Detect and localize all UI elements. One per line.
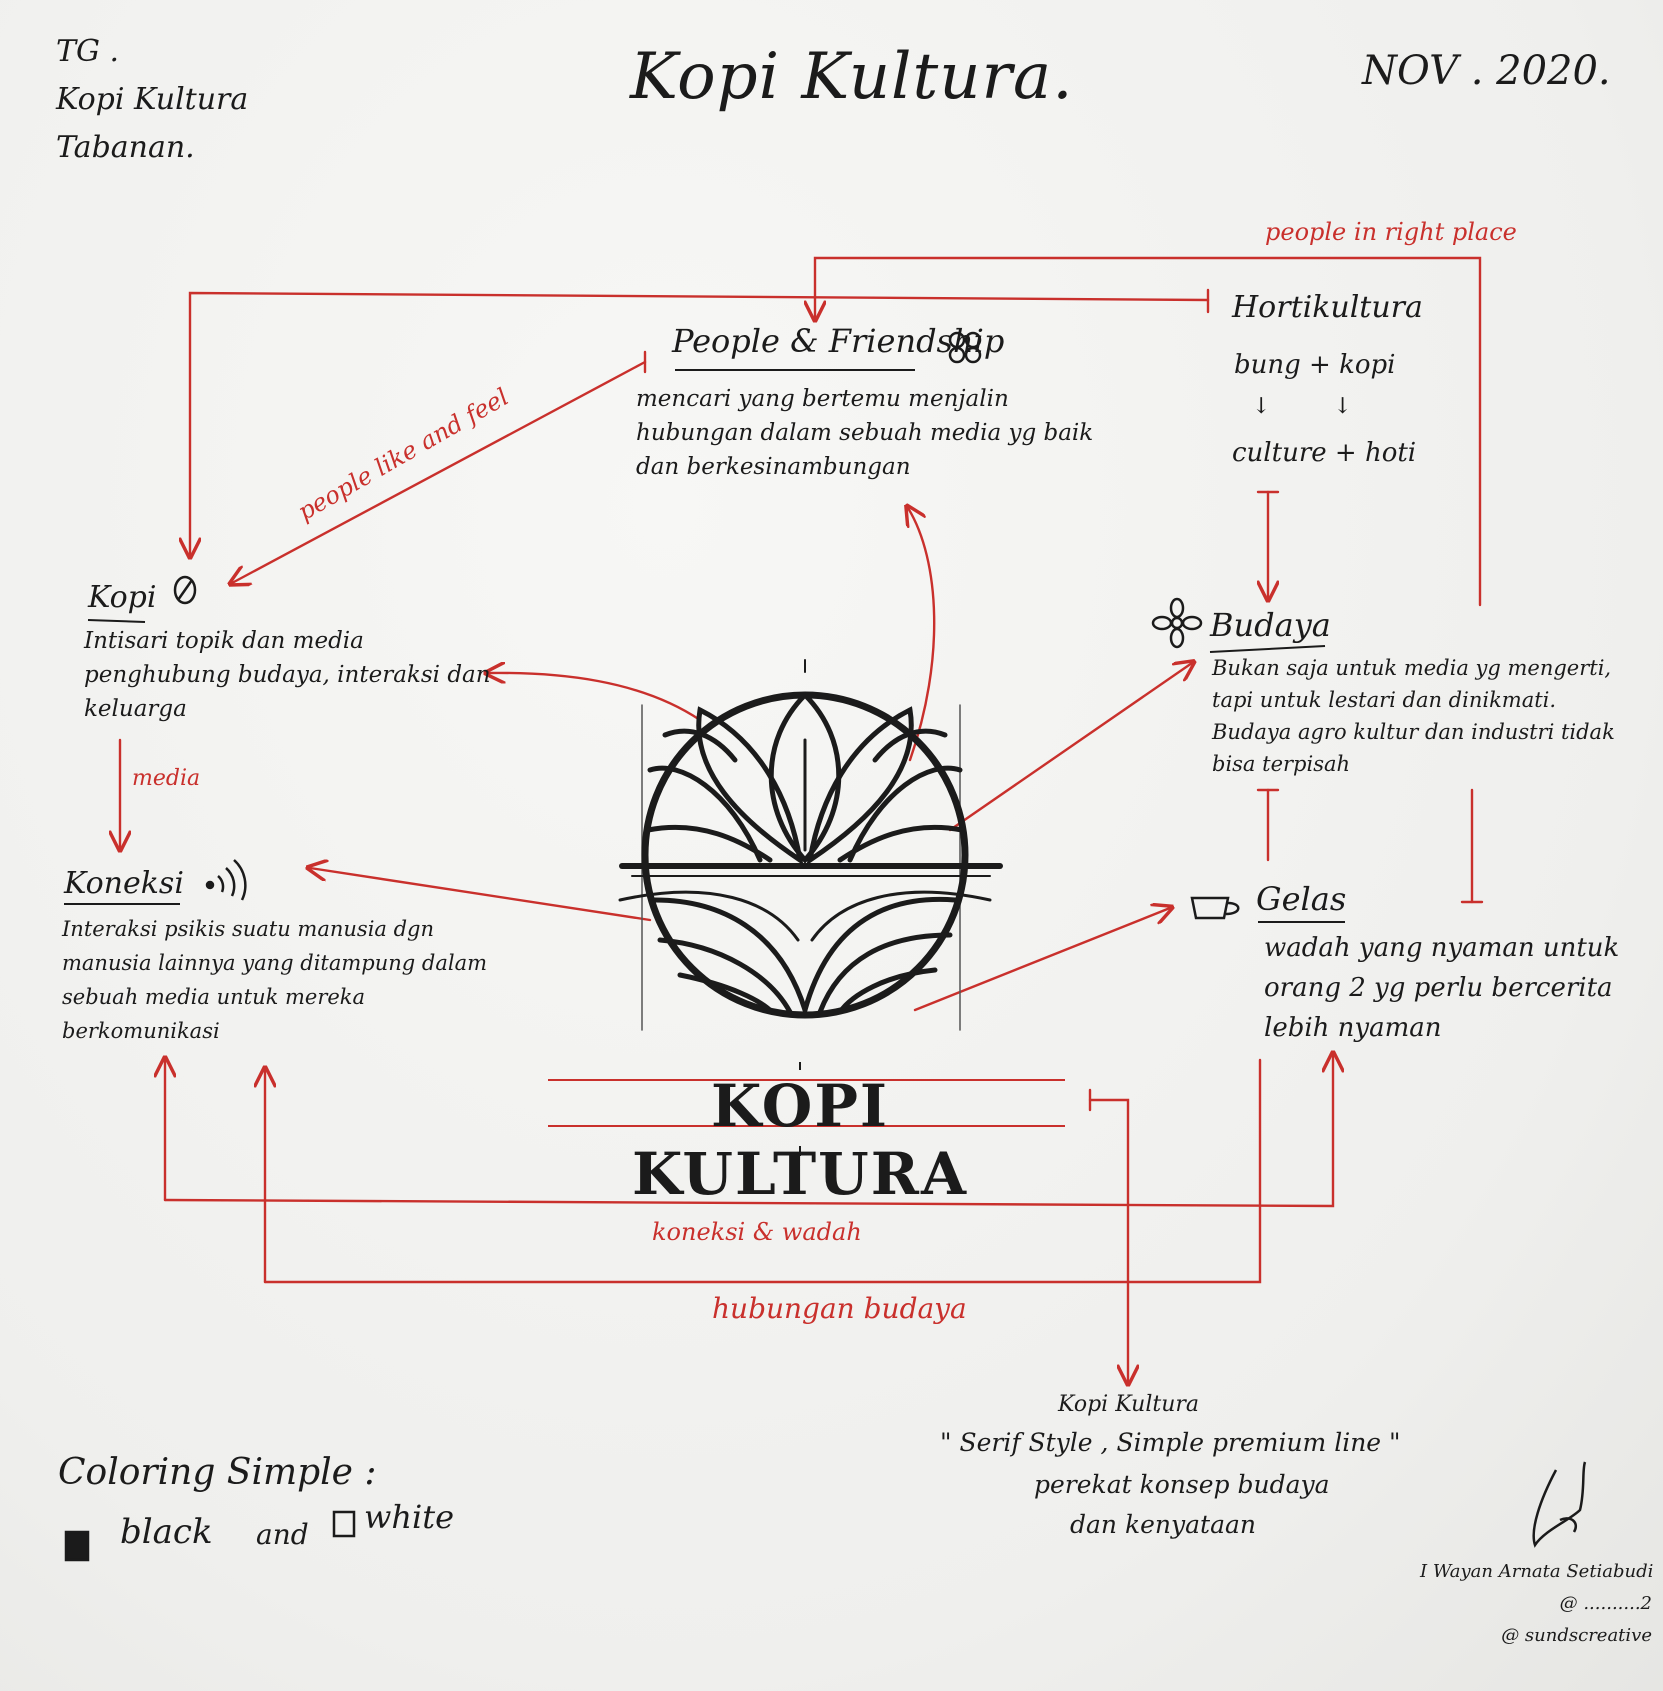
- connector-logo-people: [908, 508, 936, 762]
- node-people-body: mencari yang bertemu menjalin hubungan d…: [636, 386, 1094, 480]
- coffee-bean-icon: [173, 575, 197, 605]
- coffee-cup-icon: [1190, 896, 1240, 920]
- signature-line: @ sundscreative: [1501, 1625, 1652, 1646]
- connector-logo-koneksi: [310, 868, 652, 922]
- node-hortikultura-line: bung + kopi: [1234, 350, 1396, 380]
- coloring-and-label: and: [256, 1518, 309, 1551]
- connector-logo-kopi: [488, 673, 702, 722]
- node-koneksi-body: Interaksi psikis suatu manusia dgn manus…: [62, 917, 488, 1043]
- top-left-line: Tabanan.: [56, 130, 195, 165]
- label-hubungan-budaya: hubungan budaya: [712, 1292, 967, 1325]
- node-budaya-title: Budaya: [1210, 606, 1331, 644]
- connector-right-place: [815, 256, 1482, 607]
- node-kopi-body: Intisari topik dan media penghubung buda…: [84, 628, 491, 722]
- coloring-white-label: white: [364, 1498, 455, 1536]
- flower-icon: [1151, 597, 1203, 649]
- brand-note-title: Kopi Kultura: [1058, 1392, 1200, 1417]
- coloring-title: Coloring Simple :: [58, 1452, 377, 1493]
- node-hortikultura-title: Hortikultura: [1232, 290, 1423, 325]
- node-gelas-title: Gelas: [1256, 880, 1347, 918]
- brand-note-line: perekat konsep budaya: [1034, 1470, 1330, 1499]
- date-label: NOV . 2020.: [1362, 48, 1611, 94]
- node-koneksi-title: Koneksi: [64, 866, 184, 901]
- signature-block: I Wayan Arnata Setiabudi @ ..........2 @…: [1420, 1556, 1654, 1652]
- white-swatch-icon: [332, 1510, 356, 1538]
- label-people-right-place: people in right place: [1265, 218, 1517, 246]
- signature-line: I Wayan Arnata Setiabudi: [1420, 1561, 1654, 1582]
- node-hortikultura-line: culture + hoti: [1232, 438, 1417, 468]
- node-kopi-title: Kopi: [88, 580, 157, 615]
- connector-logo-gelas: [913, 908, 1170, 1012]
- kopi-kultura-logo-emblem: [618, 659, 1003, 1031]
- logo-wordmark: KOPI KULTURA: [632, 1072, 968, 1208]
- wifi-signal-icon: [205, 859, 247, 901]
- page-title: Kopi Kultura.: [630, 40, 1074, 114]
- node-budaya-body: Bukan saja untuk media yg mengerti, tapi…: [1212, 656, 1615, 776]
- label-media: media: [132, 766, 201, 791]
- coloring-black-label: black: [120, 1512, 213, 1552]
- node-people-title: People & Friendship: [672, 322, 1005, 360]
- top-left-line: Kopi Kultura: [56, 82, 249, 117]
- brand-note-line: dan kenyataan: [1070, 1510, 1256, 1539]
- connector-logo-budaya: [948, 663, 1192, 832]
- node-people: People & Friendship: [672, 322, 1004, 360]
- node-gelas-body: wadah yang nyaman untuk orang 2 yg perlu…: [1264, 933, 1620, 1043]
- brand-note-line: " Serif Style , Simple premium line ": [940, 1428, 1401, 1457]
- connector-like-feel: [232, 360, 647, 583]
- wordmark-rules: [548, 1062, 1065, 1156]
- connector-wordmark-note: [1088, 1098, 1128, 1382]
- signature-line: @ ..........2: [1559, 1593, 1652, 1614]
- signature-scribble-icon: [1532, 1461, 1587, 1548]
- top-left-line: TG .: [56, 34, 120, 69]
- black-swatch-icon: [64, 1530, 90, 1562]
- top-left-notes: TG . Kopi Kultura Tabanan.: [56, 28, 248, 172]
- connector-horti-to-kopi: [190, 291, 1210, 555]
- label-koneksi-wadah: koneksi & wadah: [652, 1218, 862, 1246]
- arrow-glyph-icon: ↓ ↓: [1252, 394, 1352, 419]
- friendship-doodle-icon: [948, 331, 982, 364]
